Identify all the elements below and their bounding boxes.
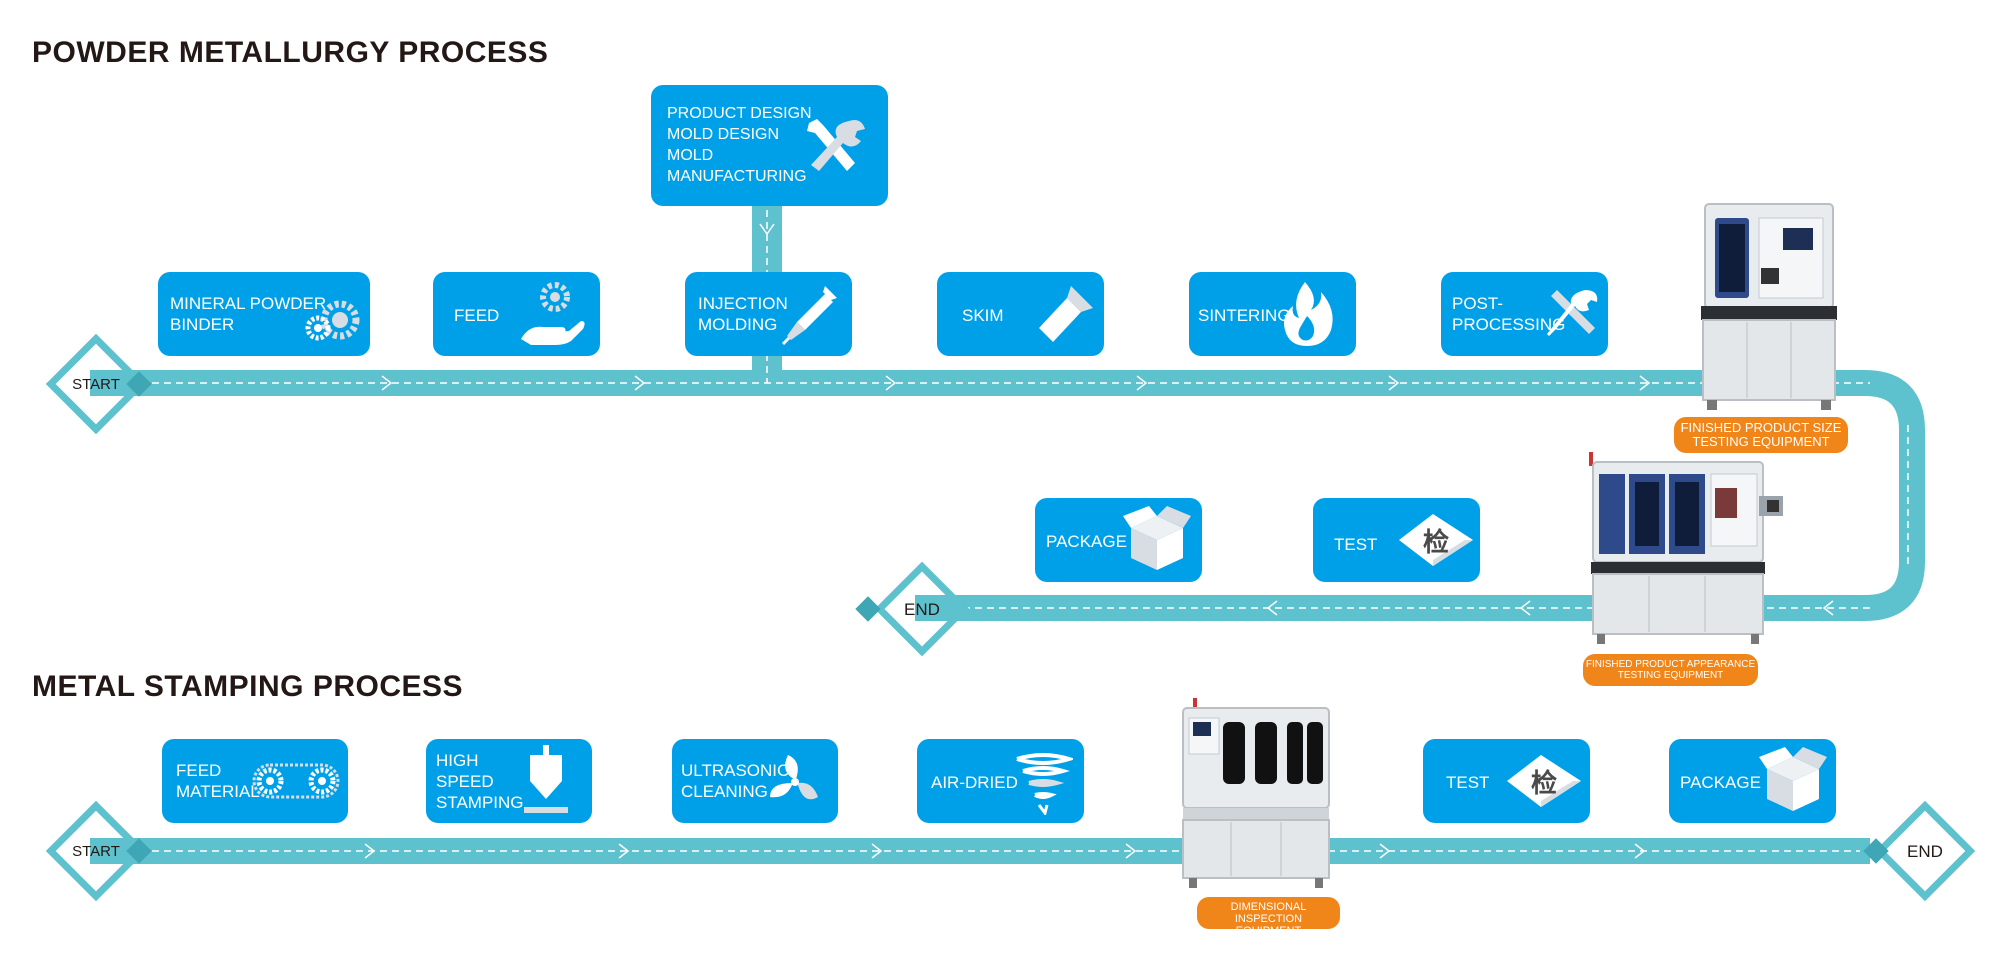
step-label: FEED (454, 306, 500, 325)
end-label-s2: END (1907, 842, 1943, 861)
step-label: MINERAL POWDER BINDER (170, 294, 327, 334)
step-feed-material: FEED MATERIAL (162, 739, 348, 823)
equipment-label-size-testing: FINISHED PRODUCT SIZE TESTING EQUIPMENT (1674, 417, 1848, 453)
step-label: AIR-DRIED (931, 773, 1018, 792)
box-icon (1121, 504, 1193, 572)
flame-icon (1279, 280, 1339, 348)
step-feed: FEED (433, 272, 600, 356)
pipe-arrow-design (759, 223, 775, 236)
inspect-diamond-icon (1397, 510, 1475, 570)
equipment-label-dimensional-inspection: DIMENSIONAL INSPECTION EQUIPMENT (1197, 897, 1340, 937)
step-label: FEED MATERIAL (176, 761, 260, 801)
pipe-arrows-s1-top (381, 375, 1651, 391)
step-label: INJECTION MOLDING (698, 294, 788, 334)
equipment-label-appearance-testing: FINISHED PRODUCT APPEARANCE TESTING EQUI… (1583, 654, 1758, 686)
step-ultrasonic-cleaning: ULTRASONIC CLEANING (672, 739, 838, 823)
hand-gear-icon (517, 277, 587, 349)
step-label: HIGH SPEED STAMPING (436, 751, 524, 812)
step-label: SKIM (962, 306, 1004, 325)
step-sintering: SINTERING (1189, 272, 1356, 356)
step-label: TEST (1446, 773, 1490, 792)
inspect-diamond-icon (1505, 751, 1583, 811)
box-icon (1757, 745, 1829, 813)
step-test-s2: TEST 检 (1423, 739, 1590, 823)
step-mineral-powder-binder: MINERAL POWDER BINDER (158, 272, 370, 356)
step-label: ULTRASONIC CLEANING (681, 761, 790, 801)
step-package-s1: PACKAGE (1035, 498, 1202, 582)
dimensional-inspection-machine-image (1179, 698, 1334, 892)
start-marker-s1 (45, 333, 152, 435)
start-label-s2: START (72, 843, 120, 860)
size-testing-machine-image (1697, 198, 1842, 413)
end-marker-s1 (855, 561, 970, 657)
hammer-wrench-icon (803, 115, 869, 177)
syringe-icon (781, 282, 841, 346)
pipe-arrows-s1-bottom (1266, 600, 1834, 616)
appearance-testing-machine-image (1583, 450, 1788, 650)
step-injection-molding: INJECTION MOLDING (685, 272, 852, 356)
gears-icon (304, 294, 362, 346)
pipe-arrows-s2 (364, 843, 1646, 859)
step-air-dried: AIR-DRIED (917, 739, 1084, 823)
step-label: SINTERING (1198, 306, 1291, 325)
end-label-s1: END (904, 600, 940, 619)
tornado-icon (1013, 753, 1073, 815)
step-post-processing: POST- PROCESSING (1441, 272, 1608, 356)
step-label: PACKAGE (1680, 773, 1761, 792)
fan-icon (764, 751, 826, 813)
design-step-label: PRODUCT DESIGN MOLD DESIGN MOLD MANUFACT… (667, 105, 812, 185)
stamping-press-icon (522, 745, 570, 817)
tools-icon (1545, 286, 1601, 342)
step-package-s2: PACKAGE (1669, 739, 1836, 823)
step-test-s1: TEST 检 (1313, 498, 1480, 582)
section-title-metal-stamping: METAL STAMPING PROCESS (32, 670, 464, 703)
section-title-powder-metallurgy: POWDER METALLURGY PROCESS (32, 36, 549, 69)
pipe-main-s1 (90, 370, 1925, 621)
scraper-icon (1033, 282, 1095, 348)
step-high-speed-stamping: HIGH SPEED STAMPING (426, 739, 592, 823)
inspect-glyph: 检 (1530, 768, 1557, 798)
design-step-box: PRODUCT DESIGN MOLD DESIGN MOLD MANUFACT… (651, 85, 888, 206)
step-skim: SKIM (937, 272, 1104, 356)
start-label-s1: START (72, 376, 120, 393)
step-label: TEST (1334, 535, 1378, 554)
inspect-glyph: 检 (1422, 527, 1449, 557)
step-label: PACKAGE (1046, 532, 1127, 551)
conveyor-icon (250, 759, 342, 803)
step-label: POST- PROCESSING (1452, 294, 1566, 334)
start-marker-s2 (45, 800, 152, 902)
